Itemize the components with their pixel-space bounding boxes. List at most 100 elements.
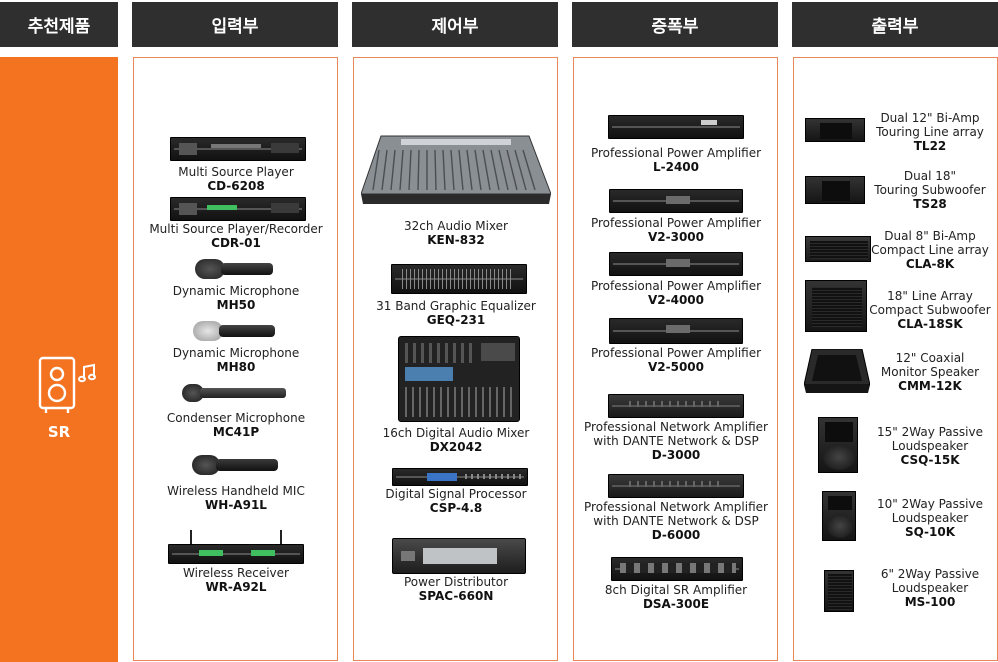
- product-image-v2-5000[interactable]: [609, 318, 743, 344]
- product-desc2: Loudspeaker: [891, 511, 969, 525]
- product-desc: 6" 2Way Passive: [880, 567, 980, 581]
- product-desc: Power Distributor: [403, 575, 509, 589]
- product-image-l-2400[interactable]: [608, 115, 744, 139]
- product-model: MH80: [216, 360, 256, 374]
- product-image-ms-100[interactable]: [824, 570, 854, 612]
- product-image-mh50[interactable]: [195, 258, 277, 280]
- product-model: MH50: [216, 298, 256, 312]
- product-desc: Professional Network Amplifier: [584, 500, 768, 514]
- product-image-mc41p[interactable]: [182, 383, 288, 403]
- product-image-dsa-300e[interactable]: [611, 557, 743, 581]
- caption-ken-832[interactable]: 32ch Audio Mixer KEN-832: [360, 219, 552, 247]
- caption-ms-100[interactable]: 6" 2Way Passive Loudspeaker MS-100: [866, 567, 994, 609]
- product-desc: Dynamic Microphone: [172, 284, 300, 298]
- product-desc: 32ch Audio Mixer: [404, 219, 508, 233]
- product-desc: Digital Signal Processor: [385, 487, 527, 501]
- caption-geq-231[interactable]: 31 Band Graphic Equalizer GEQ-231: [360, 299, 552, 327]
- product-desc2: Touring Line array: [876, 125, 984, 139]
- caption-cd-6208[interactable]: Multi Source Player CD-6208: [140, 165, 332, 193]
- product-image-v2-3000[interactable]: [609, 189, 743, 213]
- caption-cla-8k[interactable]: Dual 8" Bi-Amp Compact Line array CLA-8K: [866, 229, 994, 271]
- product-desc2: Compact Subwoofer: [869, 303, 991, 317]
- product-model: CSQ-15K: [900, 453, 960, 467]
- product-desc: Condenser Microphone: [166, 411, 306, 425]
- product-image-ken-832[interactable]: [360, 132, 552, 204]
- product-desc: 15" 2Way Passive: [877, 425, 983, 439]
- product-image-csq-15k[interactable]: [818, 417, 858, 473]
- caption-wh-a91l[interactable]: Wireless Handheld MIC WH-A91L: [140, 484, 332, 512]
- product-desc: Multi Source Player/Recorder: [149, 222, 323, 236]
- caption-cla-18sk[interactable]: 18" Line Array Compact Subwoofer CLA-18S…: [866, 289, 994, 331]
- caption-v2-4000[interactable]: Professional Power Amplifier V2-4000: [580, 279, 772, 307]
- header-input: 입력부: [132, 2, 338, 47]
- caption-mh50[interactable]: Dynamic Microphone MH50: [140, 284, 332, 312]
- product-desc2: Loudspeaker: [891, 439, 969, 453]
- product-model: CMM-12K: [898, 379, 962, 393]
- product-desc2: Touring Subwoofer: [874, 183, 986, 197]
- product-image-sq-10k[interactable]: [822, 491, 856, 541]
- caption-csq-15k[interactable]: 15" 2Way Passive Loudspeaker CSQ-15K: [866, 425, 994, 467]
- product-desc: Professional Power Amplifier: [590, 146, 762, 160]
- product-model: CLA-8K: [905, 257, 955, 271]
- sr-category-tab[interactable]: SR: [0, 57, 118, 662]
- product-desc: 18" Line Array: [887, 289, 973, 303]
- product-image-tl22[interactable]: [805, 118, 865, 142]
- caption-cdr-01[interactable]: Multi Source Player/Recorder CDR-01: [140, 222, 332, 250]
- product-model: SQ-10K: [904, 525, 956, 539]
- product-image-wh-a91l[interactable]: [192, 454, 280, 476]
- product-desc: 31 Band Graphic Equalizer: [376, 299, 536, 313]
- caption-dsa-300e[interactable]: 8ch Digital SR Amplifier DSA-300E: [580, 583, 772, 611]
- caption-d-3000[interactable]: Professional Network Amplifier with DANT…: [580, 420, 772, 462]
- caption-dx2042[interactable]: 16ch Digital Audio Mixer DX2042: [360, 426, 552, 454]
- caption-spac-660n[interactable]: Power Distributor SPAC-660N: [360, 575, 552, 603]
- product-image-cla-18sk[interactable]: [805, 280, 867, 332]
- product-desc: Wireless Receiver: [183, 566, 289, 580]
- product-model: CLA-18SK: [897, 317, 963, 331]
- product-model: L-2400: [652, 160, 700, 174]
- caption-ts28[interactable]: Dual 18" Touring Subwoofer TS28: [866, 169, 994, 211]
- product-desc: Dual 8" Bi-Amp: [884, 229, 976, 243]
- product-model: DX2042: [429, 440, 483, 454]
- product-image-cla-8k[interactable]: [805, 236, 871, 262]
- caption-sq-10k[interactable]: 10" 2Way Passive Loudspeaker SQ-10K: [866, 497, 994, 539]
- product-image-v2-4000[interactable]: [609, 252, 743, 276]
- product-image-dx2042[interactable]: [398, 336, 520, 422]
- caption-mh80[interactable]: Dynamic Microphone MH80: [140, 346, 332, 374]
- product-model: D-6000: [651, 528, 701, 542]
- header-recommended: 추천제품: [0, 2, 118, 47]
- caption-l-2400[interactable]: Professional Power Amplifier L-2400: [580, 146, 772, 174]
- product-desc2: Compact Line array: [871, 243, 989, 257]
- product-model: WR-A92L: [205, 580, 267, 594]
- product-desc: 12" Coaxial: [895, 351, 965, 365]
- caption-wr-a92l[interactable]: Wireless Receiver WR-A92L: [140, 566, 332, 594]
- product-image-cdr-01[interactable]: [170, 197, 306, 221]
- caption-tl22[interactable]: Dual 12" Bi-Amp Touring Line array TL22: [866, 111, 994, 153]
- product-image-geq-231[interactable]: [391, 264, 527, 294]
- product-image-mh80[interactable]: [193, 320, 279, 342]
- speaker-music-icon: [38, 355, 100, 419]
- product-image-cd-6208[interactable]: [170, 137, 306, 161]
- product-model: TS28: [913, 197, 947, 211]
- product-desc: Professional Power Amplifier: [590, 216, 762, 230]
- product-model: MS-100: [904, 595, 956, 609]
- caption-d-6000[interactable]: Professional Network Amplifier with DANT…: [580, 500, 772, 542]
- product-desc: Professional Network Amplifier: [584, 420, 768, 434]
- caption-csp-4-8[interactable]: Digital Signal Processor CSP-4.8: [360, 487, 552, 515]
- caption-v2-5000[interactable]: Professional Power Amplifier V2-5000: [580, 346, 772, 374]
- product-image-spac-660n[interactable]: [392, 538, 526, 574]
- product-image-ts28[interactable]: [805, 176, 865, 204]
- product-image-d-3000[interactable]: [608, 394, 744, 418]
- product-image-cmm-12k[interactable]: [803, 348, 871, 393]
- header-output: 출력부: [792, 2, 998, 47]
- product-desc: Wireless Handheld MIC: [167, 484, 305, 498]
- product-image-d-6000[interactable]: [608, 474, 744, 498]
- sr-label: SR: [47, 423, 71, 441]
- product-desc: Professional Power Amplifier: [590, 279, 762, 293]
- product-model: DSA-300E: [642, 597, 710, 611]
- product-image-wr-a92l[interactable]: [168, 530, 304, 564]
- caption-mc41p[interactable]: Condenser Microphone MC41P: [140, 411, 332, 439]
- product-image-csp-4-8[interactable]: [392, 468, 528, 486]
- caption-cmm-12k[interactable]: 12" Coaxial Monitor Speaker CMM-12K: [866, 351, 994, 393]
- caption-v2-3000[interactable]: Professional Power Amplifier V2-3000: [580, 216, 772, 244]
- product-desc2: Monitor Speaker: [880, 365, 980, 379]
